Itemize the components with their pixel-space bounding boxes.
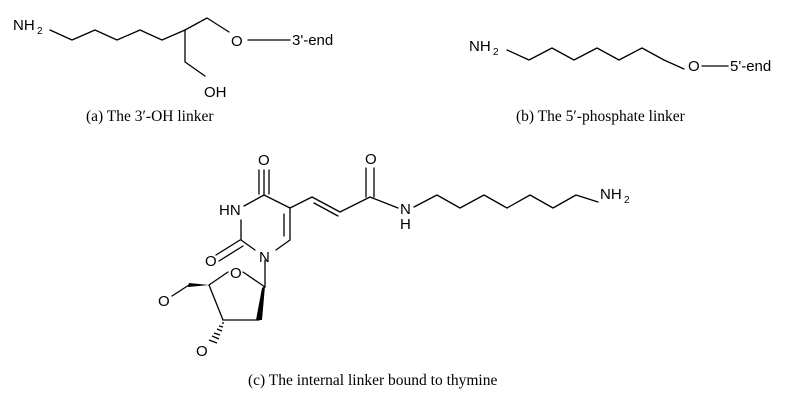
amide-oxygen: O	[365, 151, 377, 168]
sugar-5prime-oxygen: O	[158, 293, 170, 310]
thymine-n1-label: N	[259, 249, 270, 266]
sugar-ring-oxygen: O	[230, 265, 242, 282]
panel-b-bonds	[506, 47, 729, 70]
panel-a-end-label: 3'-end	[292, 32, 333, 49]
acrylamide-bonds	[289, 167, 399, 217]
panel-a: NH 2 O 3'-end OH (a) The 3′-OH linker	[13, 17, 333, 125]
amide-hydrogen: H	[400, 216, 411, 233]
panel-b-caption: (b) The 5′-phosphate linker	[516, 108, 686, 125]
panel-a-amine-subscript: 2	[37, 26, 43, 37]
panel-a-bonds	[49, 17, 291, 77]
panel-a-hydroxyl: OH	[204, 84, 227, 101]
panel-a-amine-label: NH	[13, 17, 35, 34]
hexyl-linker-bonds	[413, 194, 599, 209]
thymine-c4-oxygen: O	[258, 152, 270, 169]
panel-b-amine-subscript: 2	[493, 47, 499, 58]
panel-b: NH 2 O 5'-end (b) The 5′-phosphate linke…	[469, 38, 771, 125]
panel-b-end-label: 5'-end	[730, 58, 771, 75]
panel-c-caption: (c) The internal linker bound to thymine	[248, 372, 497, 389]
deoxyribose-bonds	[171, 259, 266, 344]
panel-b-amine-label: NH	[469, 38, 491, 55]
thymine-ring-bonds	[215, 169, 291, 262]
terminal-amine-subscript: 2	[624, 195, 630, 206]
panel-c: O HN O N O N H NH 2 O O O (c) The intern…	[158, 151, 630, 389]
thymine-n3-label: HN	[219, 202, 241, 219]
panel-a-caption: (a) The 3′-OH linker	[86, 108, 214, 125]
hashed-bond	[208, 322, 224, 344]
panel-b-ether-oxygen: O	[688, 58, 700, 75]
amide-nitrogen: N	[400, 201, 411, 218]
thymine-c2-oxygen: O	[205, 253, 217, 270]
sugar-3prime-oxygen: O	[196, 343, 208, 360]
terminal-amine-label: NH	[600, 186, 622, 203]
panel-a-ether-oxygen: O	[231, 33, 243, 50]
